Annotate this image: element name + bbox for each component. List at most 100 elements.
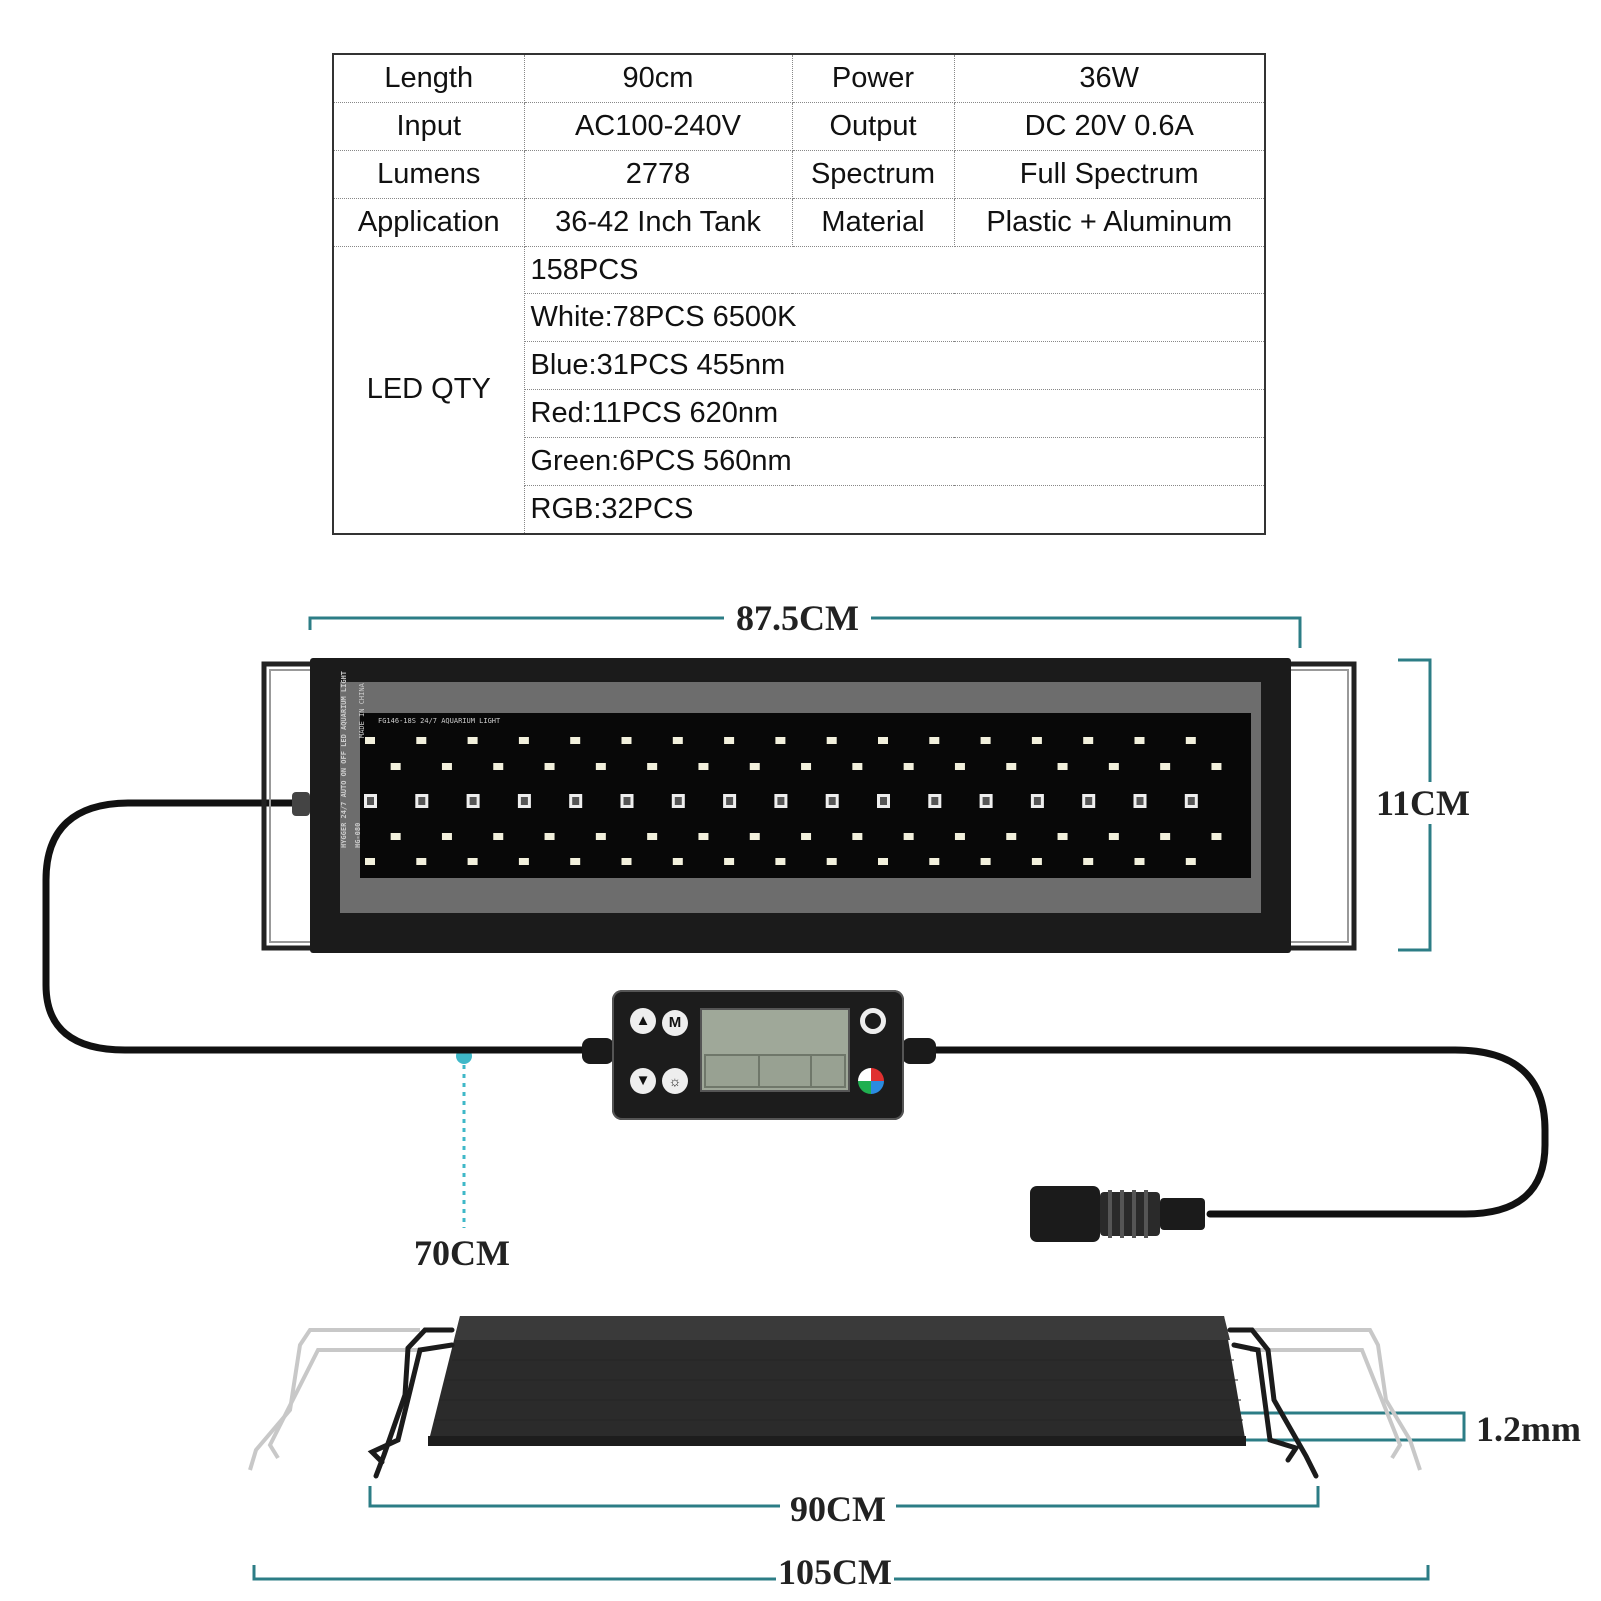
led-chip bbox=[647, 833, 658, 840]
rgb-led-core bbox=[726, 797, 734, 805]
spec-value: 90cm bbox=[523, 53, 793, 103]
spec-value: Plastic + Aluminum bbox=[953, 197, 1266, 247]
led-item: 158PCS bbox=[523, 245, 1266, 295]
led-array bbox=[364, 737, 1222, 865]
led-chip bbox=[1083, 737, 1094, 744]
spec-label: Lumens bbox=[332, 149, 525, 199]
led-chip bbox=[801, 763, 812, 770]
model-text: FG146-18S 24/7 AQUARIUM LIGHT bbox=[378, 717, 501, 725]
led-chip bbox=[365, 858, 375, 865]
led-chip bbox=[595, 833, 606, 840]
rgb-led-core bbox=[1187, 797, 1195, 805]
down-button[interactable]: ▼ bbox=[630, 1068, 656, 1094]
spec-label: Length bbox=[332, 53, 525, 103]
led-chip bbox=[1006, 763, 1017, 770]
led-chip bbox=[801, 833, 812, 840]
led-chip bbox=[903, 833, 914, 840]
rgb-led-core bbox=[1136, 797, 1144, 805]
table-row: Green:6PCS 560nm bbox=[333, 437, 1266, 487]
led-item: Red:11PCS 620nm bbox=[523, 389, 1266, 439]
spec-value: 36W bbox=[953, 53, 1266, 103]
led-chip bbox=[416, 737, 427, 744]
led-chip bbox=[672, 737, 683, 744]
rgb-led-core bbox=[469, 797, 477, 805]
max-length-label: 105CM bbox=[776, 1551, 894, 1593]
color-button[interactable] bbox=[858, 1068, 884, 1094]
up-button[interactable]: ▲ bbox=[630, 1008, 656, 1034]
led-chip bbox=[1031, 737, 1042, 744]
led-chip bbox=[493, 763, 504, 770]
rgb-led-core bbox=[931, 797, 939, 805]
led-chip bbox=[416, 858, 427, 865]
cable-length-label: 70CM bbox=[414, 1233, 510, 1273]
table-row: White:78PCS 6500K bbox=[333, 293, 1266, 343]
led-chip bbox=[749, 763, 760, 770]
led-chip bbox=[698, 833, 709, 840]
rgb-led-core bbox=[674, 797, 682, 805]
led-chip bbox=[698, 763, 709, 770]
brightness-button[interactable]: ☼ bbox=[662, 1068, 688, 1094]
led-chip bbox=[621, 858, 632, 865]
led-chip bbox=[1211, 833, 1222, 840]
led-chip bbox=[1057, 763, 1068, 770]
led-chip bbox=[878, 858, 888, 865]
led-chip bbox=[724, 737, 735, 744]
led-chip bbox=[903, 763, 914, 770]
led-item: RGB:32PCS bbox=[523, 485, 1266, 535]
power-button[interactable] bbox=[860, 1008, 886, 1034]
led-chip bbox=[647, 763, 658, 770]
led-item: Green:6PCS 560nm bbox=[523, 437, 1266, 487]
led-chip bbox=[775, 737, 786, 744]
led-chip bbox=[672, 858, 683, 865]
led-item: Blue:31PCS 455nm bbox=[523, 341, 1266, 391]
rgb-led-core bbox=[520, 797, 528, 805]
rgb-led-core bbox=[1085, 797, 1093, 805]
led-chip bbox=[954, 833, 965, 840]
rgb-led-core bbox=[572, 797, 580, 805]
led-panel bbox=[360, 713, 1251, 878]
light-bar: FG146-18S 24/7 AQUARIUM LIGHT HYGGER 24/… bbox=[310, 658, 1291, 953]
led-chip bbox=[980, 737, 991, 744]
rgb-led-core bbox=[982, 797, 990, 805]
led-chip bbox=[441, 763, 452, 770]
led-chip bbox=[1185, 858, 1196, 865]
led-chip bbox=[441, 833, 452, 840]
led-chip bbox=[1134, 858, 1145, 865]
mode-button[interactable]: M bbox=[662, 1010, 688, 1036]
led-chip bbox=[929, 858, 940, 865]
led-chip bbox=[544, 833, 555, 840]
led-chip bbox=[1160, 763, 1171, 770]
body-length-label: 90CM bbox=[780, 1488, 896, 1530]
led-chip bbox=[1006, 833, 1017, 840]
led-chip bbox=[544, 763, 555, 770]
table-row: RGB:32PCS bbox=[333, 485, 1266, 535]
led-chip bbox=[1108, 763, 1119, 770]
led-chip bbox=[775, 858, 786, 865]
spec-label: Power bbox=[791, 53, 955, 103]
spec-label: Application bbox=[332, 197, 525, 247]
rgb-led-core bbox=[367, 797, 374, 805]
led-chip bbox=[929, 737, 940, 744]
table-row: Length 90cm Power 36W bbox=[332, 53, 1266, 103]
led-chip bbox=[852, 763, 863, 770]
led-chip bbox=[518, 858, 529, 865]
table-row: Application 36-42 Inch Tank Material Pla… bbox=[332, 197, 1266, 247]
led-chip bbox=[954, 763, 965, 770]
rgb-led-core bbox=[828, 797, 836, 805]
led-chip bbox=[1108, 833, 1119, 840]
led-chip bbox=[1160, 833, 1171, 840]
led-chip bbox=[724, 858, 735, 865]
led-chip bbox=[980, 858, 991, 865]
spec-label: Material bbox=[791, 197, 955, 247]
rgb-led-core bbox=[623, 797, 631, 805]
led-chip bbox=[518, 737, 529, 744]
table-row: Red:11PCS 620nm bbox=[333, 389, 1266, 439]
led-chip bbox=[595, 763, 606, 770]
dc-connector bbox=[1030, 1186, 1205, 1242]
led-chip bbox=[467, 858, 478, 865]
led-chip bbox=[852, 833, 863, 840]
spec-label: Input bbox=[332, 101, 525, 151]
led-chip bbox=[1031, 858, 1042, 865]
